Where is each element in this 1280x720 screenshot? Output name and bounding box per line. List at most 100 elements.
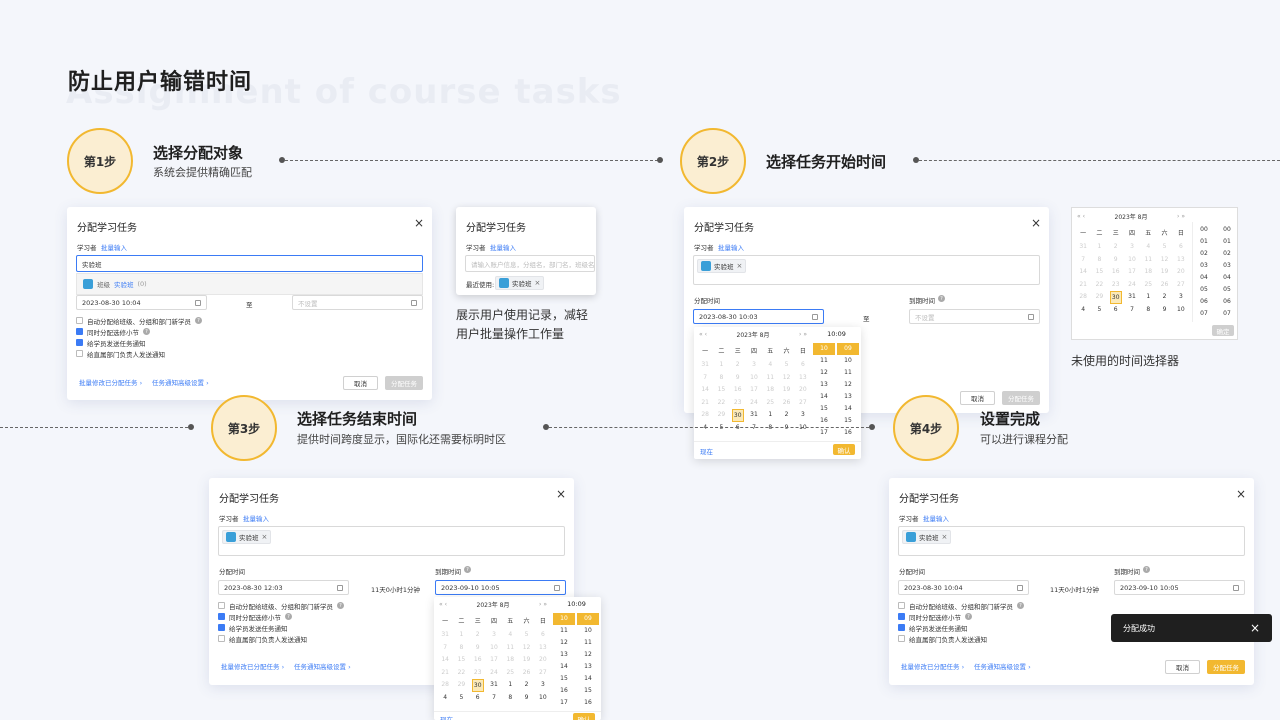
hour-option[interactable]: 13 — [560, 651, 568, 658]
hour-option[interactable]: 03 — [1200, 262, 1208, 269]
calendar-day[interactable]: 7 — [443, 643, 448, 651]
hour-option[interactable]: 14 — [560, 663, 568, 670]
calendar-day[interactable]: 5 — [1097, 305, 1102, 313]
calendar-day[interactable]: 20 — [539, 656, 547, 663]
calendar-day[interactable]: 28 — [1079, 293, 1087, 300]
checkbox[interactable] — [218, 613, 225, 620]
calendar-day[interactable]: 24 — [490, 668, 498, 676]
calendar-day[interactable]: 27 — [799, 398, 807, 406]
calendar-day[interactable]: 19 — [782, 386, 791, 393]
hour-option[interactable]: 15 — [560, 675, 568, 682]
option-notify-manager[interactable]: 给直属部门负责人发送通知 — [218, 633, 344, 644]
suggestion-item[interactable]: 班级 实验班 (0) — [76, 273, 423, 295]
calendar-day[interactable]: 11 — [1144, 255, 1153, 263]
minute-option[interactable]: 02 — [1223, 250, 1231, 257]
batch-edit-link[interactable]: 批量修改已分配任务 › — [221, 663, 285, 671]
calendar-day[interactable]: 11 — [766, 373, 775, 381]
cancel-button[interactable]: 取消 — [343, 376, 378, 390]
calendar-day[interactable]: 13 — [1177, 255, 1185, 263]
checkbox[interactable] — [218, 635, 225, 642]
minute-option[interactable]: 11 — [844, 369, 852, 376]
calendar-day[interactable]: 18 — [1144, 268, 1153, 275]
now-button[interactable]: 现在 — [700, 448, 713, 456]
calendar-day[interactable]: 10 — [1177, 305, 1185, 313]
hour-option[interactable]: 07 — [1200, 310, 1208, 317]
calendar-day[interactable]: 8 — [1097, 255, 1102, 263]
option-notify-manager[interactable]: 给直属部门负责人发送通知 — [76, 348, 202, 359]
now-button[interactable]: 现在 — [440, 716, 453, 720]
checkbox[interactable] — [898, 635, 905, 642]
calendar-day[interactable]: 30 — [470, 679, 486, 692]
calendar-day[interactable]: 22 — [1095, 280, 1104, 288]
confirm-button[interactable]: 确定 — [1212, 325, 1234, 336]
calendar-day[interactable]: 16 — [473, 656, 482, 663]
minute-option[interactable]: 09 — [577, 613, 599, 625]
minute-option[interactable]: 10 — [584, 627, 592, 634]
calendar-day[interactable]: 12 — [1160, 255, 1169, 263]
calendar-day[interactable]: 1 — [508, 681, 513, 688]
hour-option[interactable]: 04 — [1200, 274, 1208, 281]
option-notify-learner[interactable]: 给学员发送任务通知 — [76, 337, 202, 348]
option-elective[interactable]: 同时分配选修小节? — [898, 611, 1024, 622]
hour-option[interactable]: 13 — [820, 381, 828, 388]
calendar-day[interactable]: 10 — [750, 373, 758, 381]
hour-option[interactable]: 10 — [553, 613, 575, 625]
calendar-day[interactable]: 6 — [1178, 243, 1183, 250]
learner-box[interactable]: 实验班× — [218, 526, 565, 556]
calendar-day[interactable]: 4 — [1146, 243, 1151, 250]
calendar-day[interactable]: 7 — [492, 693, 496, 701]
minute-option[interactable]: 03 — [1223, 262, 1231, 269]
calendar-day[interactable]: 19 — [522, 656, 531, 663]
minute-option[interactable]: 01 — [1223, 238, 1231, 245]
calendar-day[interactable]: 1 — [459, 631, 464, 638]
prev-nav-icon[interactable]: « ‹ — [699, 330, 707, 338]
hour-option[interactable]: 15 — [820, 405, 828, 412]
calendar-day[interactable]: 20 — [799, 386, 807, 393]
calendar-day[interactable]: 22 — [457, 668, 466, 676]
remove-icon[interactable]: × — [534, 279, 541, 287]
batch-edit-link[interactable]: 批量修改已分配任务 › — [79, 379, 143, 387]
minute-option[interactable]: 04 — [1223, 274, 1231, 281]
calendar-day[interactable]: 18 — [506, 656, 515, 663]
calendar-day[interactable]: 11 — [506, 643, 515, 651]
start-time-input[interactable]: 2023-08-30 10:04 — [898, 580, 1029, 595]
minute-option[interactable]: 12 — [844, 381, 852, 388]
minute-option[interactable]: 07 — [1223, 310, 1231, 317]
minute-option[interactable]: 00 — [1223, 226, 1231, 233]
calendar-day[interactable]: 18 — [766, 386, 775, 393]
batch-input-link[interactable]: 批量输入 — [490, 244, 516, 252]
checkbox[interactable] — [218, 624, 225, 631]
hour-option[interactable]: 02 — [1200, 250, 1208, 257]
batch-input-link[interactable]: 批量输入 — [243, 515, 269, 523]
checkbox[interactable] — [76, 328, 83, 335]
calendar-day[interactable]: 3 — [1178, 293, 1183, 300]
notify-settings-link[interactable]: 任务通知高级设置 › — [974, 663, 1031, 671]
hour-option[interactable]: 16 — [820, 417, 828, 424]
hour-option[interactable]: 01 — [1200, 238, 1208, 245]
calendar-day[interactable]: 10 — [539, 693, 547, 701]
calendar-day[interactable]: 31 — [1079, 243, 1087, 250]
calendar-day[interactable]: 26 — [782, 398, 791, 406]
calendar-day[interactable]: 23 — [473, 668, 482, 676]
calendar-day[interactable]: 30 — [1108, 291, 1124, 304]
hour-option[interactable]: 17 — [820, 429, 828, 436]
calendar-day[interactable]: 9 — [735, 373, 740, 381]
calendar-day[interactable]: 30 — [730, 409, 746, 422]
hour-option[interactable]: 06 — [1200, 298, 1208, 305]
calendar-day[interactable]: 7 — [1081, 255, 1086, 263]
assign-button[interactable]: 分配任务 — [1002, 391, 1040, 405]
assign-button[interactable]: 分配任务 — [385, 376, 423, 390]
calendar-day[interactable]: 26 — [1160, 280, 1169, 288]
close-icon[interactable]: × — [413, 216, 424, 230]
option-auto-assign[interactable]: 自动分配给班级、分组和部门新学员? — [218, 600, 344, 611]
minute-option[interactable]: 15 — [584, 687, 592, 694]
calendar-day[interactable]: 25 — [766, 398, 775, 406]
minute-option[interactable]: 09 — [837, 343, 859, 355]
calendar-day[interactable]: 15 — [457, 656, 466, 663]
calendar-day[interactable]: 6 — [800, 361, 805, 368]
calendar-day[interactable]: 9 — [524, 693, 529, 701]
notify-settings-link[interactable]: 任务通知高级设置 › — [294, 663, 351, 671]
